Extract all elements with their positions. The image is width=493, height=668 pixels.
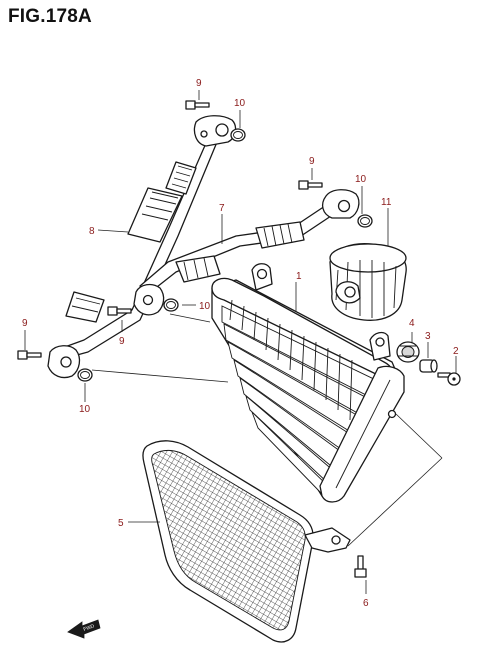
bolt-9-lower-part bbox=[17, 350, 42, 360]
radiator-guard-part bbox=[142, 440, 351, 643]
oil-hose-7-part bbox=[133, 189, 360, 316]
callout-1: 1 bbox=[296, 271, 302, 282]
callouts: 1 2 3 4 5 6 7 8 9 9 9 9 10 10 10 10 11 bbox=[22, 78, 459, 609]
callout-9-left: 9 bbox=[119, 336, 125, 347]
o-ring-10-mid-part bbox=[357, 214, 373, 228]
o-ring-10-lower-part bbox=[77, 368, 93, 382]
callout-10-mid: 10 bbox=[355, 174, 367, 185]
bolt-9-left-part bbox=[107, 306, 132, 316]
figure-title: FIG.178A bbox=[8, 6, 92, 27]
leader-lines bbox=[24, 90, 457, 594]
o-ring-10-right-part bbox=[163, 298, 179, 312]
callout-10-top: 10 bbox=[234, 98, 246, 109]
oil-cooler-part bbox=[211, 263, 405, 503]
callout-8: 8 bbox=[89, 226, 95, 237]
callout-10-right: 10 bbox=[199, 301, 211, 312]
callout-4: 4 bbox=[409, 318, 415, 329]
o-ring-10-top-part bbox=[230, 128, 246, 142]
fwd-text: FWD bbox=[83, 623, 96, 633]
fwd-arrow-icon: FWD bbox=[67, 619, 101, 639]
grommet-4-part bbox=[396, 341, 420, 363]
callout-3: 3 bbox=[425, 331, 431, 342]
bolt-9-top-part bbox=[185, 100, 210, 110]
callout-10-lower: 10 bbox=[79, 404, 91, 415]
bolt-2-part bbox=[437, 372, 461, 386]
oil-cooler-fins bbox=[221, 299, 381, 495]
callout-9-mid: 9 bbox=[309, 156, 315, 167]
callout-5: 5 bbox=[118, 518, 124, 529]
callout-6: 6 bbox=[363, 598, 369, 609]
callout-9-top: 9 bbox=[196, 78, 202, 89]
collar-3-part bbox=[419, 359, 438, 373]
callout-11: 11 bbox=[381, 197, 392, 208]
callout-9-lower: 9 bbox=[22, 318, 28, 329]
bolt-9-mid-part bbox=[298, 180, 323, 190]
callout-7: 7 bbox=[219, 203, 225, 214]
bolt-6-part bbox=[354, 555, 367, 578]
callout-2: 2 bbox=[453, 346, 459, 357]
oil-filter-part bbox=[329, 242, 407, 321]
